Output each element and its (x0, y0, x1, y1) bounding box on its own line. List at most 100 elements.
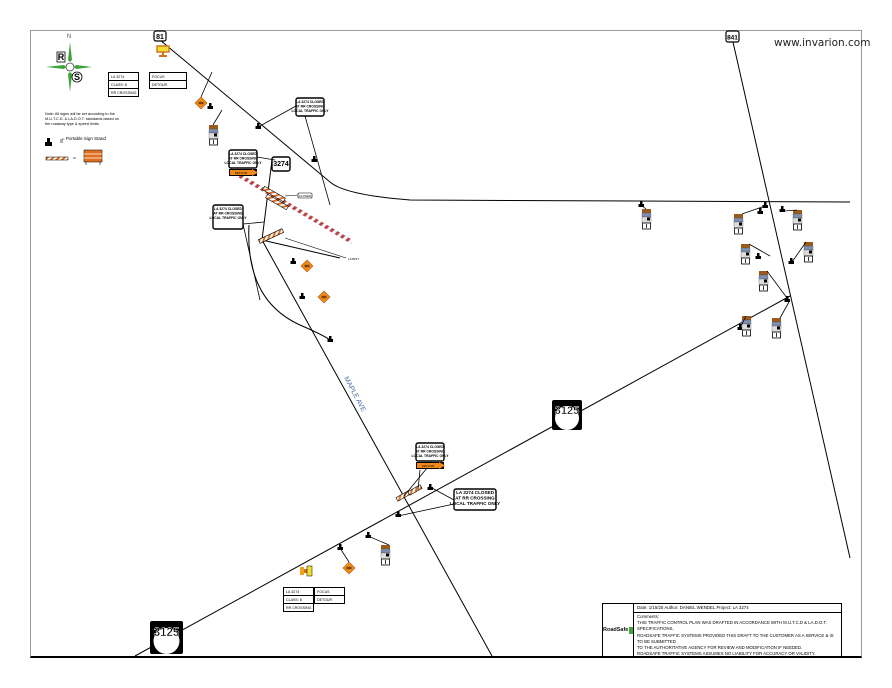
portable-sign-stand-icon (327, 336, 333, 342)
info-table-bottom-left: LA 3274 CLASS: 8 RR CROSSING (282, 587, 315, 612)
portable-sign-stand-icon (784, 296, 790, 302)
info-table-top-left: LA 3274 CLASS: 8 RR CROSSING (107, 72, 140, 97)
warning-diamond-icon (300, 259, 314, 273)
message-sign-line: AT RR CROSSING (213, 211, 242, 215)
legend-stand-label: = Portable Sign Stand (62, 136, 106, 141)
leader-line (242, 221, 265, 225)
compass-s-label: S (74, 72, 80, 82)
leader-line (766, 270, 788, 299)
general-note: Note: All signs will be set according to… (45, 112, 120, 126)
compass-rose-icon: N R S (46, 34, 92, 92)
shield-route-3274: 3274 (271, 156, 291, 172)
message-sign-line: LA 3274 CLOSED (229, 152, 258, 156)
info-cell: RR CROSSING (107, 88, 140, 97)
portable-sign-stand-icon (779, 206, 785, 212)
leader-line (741, 205, 766, 215)
portable-sign-stand-icon (290, 258, 296, 264)
message-sign-board (295, 97, 325, 117)
svg-text:LATEST: LATEST (348, 257, 359, 261)
message-sign-board (228, 149, 258, 169)
message-sign-line: LOCAL TRAFFIC ONLY (291, 109, 329, 113)
message-sign-line: LOCAL TRAFFIC ONLY (209, 216, 247, 220)
compass-r-label: R (58, 52, 65, 62)
railroad-track (228, 168, 354, 244)
leader-line (739, 315, 747, 329)
sign-stack-icon (380, 545, 391, 566)
sign-stack-icon (733, 214, 744, 235)
svg-text:841: 841 (727, 35, 738, 42)
svg-text:3125: 3125 (555, 405, 579, 417)
arrow-board-icon (156, 45, 170, 57)
shield-route-841: 841 (725, 30, 740, 43)
detour-label: DETOUR (235, 171, 248, 175)
closed-tag: CLOSED (284, 192, 313, 199)
barricade (262, 185, 286, 203)
legend-barricade (45, 149, 103, 165)
leader-line (431, 487, 455, 501)
leader-line (256, 156, 276, 161)
detour-label: DETOUR (422, 464, 435, 468)
leader-line (791, 241, 807, 263)
leader-line (783, 209, 798, 212)
legend-portable-sign-stand (45, 138, 63, 146)
message-sign-line: LA 3274 CLOSED (214, 207, 243, 211)
message-sign-board (453, 488, 497, 511)
sign-stack-icon (792, 210, 803, 231)
road-maple-ave (261, 159, 493, 657)
leader-line (212, 109, 223, 126)
sign-stack-icon (741, 316, 752, 337)
sign-stack-icon (740, 244, 751, 265)
arrow-right-icon (252, 169, 258, 176)
info-cell: RR CROSSING (282, 603, 315, 612)
info-cell: DETOUR (314, 595, 345, 604)
comment-line: THIS TRAFFIC CONTROL PLAN WAS DRAFTED IN… (637, 620, 827, 632)
portable-sign-stand-icon (737, 324, 743, 330)
watermark-text: www.invarion.com (774, 37, 871, 49)
message-sign-board (415, 442, 445, 462)
info-cell: LA 3274 (107, 72, 140, 81)
leader-line (397, 503, 455, 517)
leader-line (200, 71, 213, 98)
info-cell: CLASS: 8 (107, 80, 140, 89)
comment-line: TO THE AUTHORITATIVE AGENCY FOR REVIEW A… (637, 645, 803, 651)
warning-diamond-icon (342, 561, 356, 575)
road-route-841 (732, 41, 851, 559)
shield-route-81: 81 (153, 30, 167, 42)
sign-stands (207, 103, 794, 550)
message-sign-line: LA 3274 CLOSED (456, 490, 495, 495)
title-block: RoadSafe Date: 1/15/20 Author: DANIEL WE… (602, 603, 842, 657)
sign-stack-icon (641, 209, 652, 230)
message-sign-line: AT RR CROSSING (295, 104, 324, 108)
leader-line (367, 535, 390, 546)
svg-text:81: 81 (156, 34, 164, 41)
portable-sign-stand-icon (427, 484, 433, 490)
portable-sign-stand-icon (311, 156, 317, 162)
svg-text:3125: 3125 (154, 627, 180, 639)
message-sign-line: LOCAL TRAFFIC ONLY (450, 501, 500, 506)
svg-text:CLOSED: CLOSED (299, 194, 312, 198)
comments-label: Comments: (637, 614, 659, 619)
leader-line (242, 223, 261, 301)
portable-sign-stand-icon (757, 208, 763, 214)
drawing-frame (30, 30, 862, 658)
arrow-right-icon (439, 462, 445, 469)
road-detour-east (261, 239, 341, 259)
logo-mark-icon (629, 626, 633, 634)
leader-line (259, 105, 297, 127)
portable-sign-stand-icon (395, 511, 401, 517)
message-sign-line: AT RR CROSSING (228, 156, 257, 160)
info-cell: CLASS: 8 (282, 595, 315, 604)
info-cell: LA 3274 (282, 587, 315, 596)
portable-sign-stand-icon (638, 201, 644, 207)
comment-line: ROADSAFE TRAFFIC SYSTEMS ASSUMES NO LIAB… (637, 651, 816, 657)
message-sign-line: LA 3274 CLOSED (416, 445, 445, 449)
road-route-81 (159, 39, 851, 203)
message-sign-line: AT RR CROSSING (415, 449, 444, 453)
